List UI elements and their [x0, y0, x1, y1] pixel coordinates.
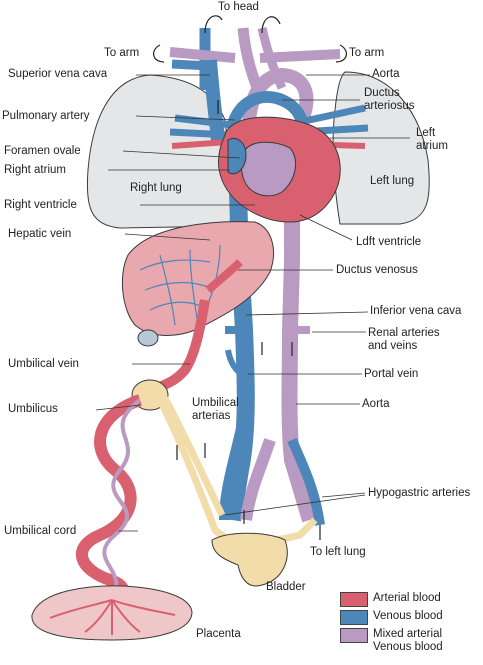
label-superior-vena-cava: Superior vena cava	[8, 68, 108, 80]
iliac-right	[287, 438, 325, 526]
superior-vena-cava	[203, 59, 225, 141]
label-bladder: Bladder	[266, 581, 306, 593]
legend: Arterial blood Venous blood Mixed arteri…	[340, 592, 480, 657]
legend-swatch-venous	[340, 610, 368, 625]
common-iliac-blue	[219, 418, 250, 521]
umbilical-arteries-vessel-2	[161, 396, 226, 517]
label-right-ventricle: Right ventricle	[4, 199, 77, 211]
legend-label-mixed: Mixed arterial Venous blood	[373, 628, 443, 653]
label-pulmonary-artery: Pulmonary artery	[2, 110, 90, 122]
label-aorta-bottom: Aorta	[362, 398, 390, 410]
pulmonary-vein-left	[171, 139, 229, 149]
legend-item-mixed: Mixed arterial Venous blood	[340, 628, 480, 654]
label-placenta: Placenta	[196, 628, 241, 640]
label-ductus-arteriosus: Ductus arteriosus	[364, 87, 415, 112]
heart-interior	[241, 141, 297, 197]
heart-right-atrium	[227, 137, 247, 175]
label-right-lung: Right lung	[130, 182, 182, 194]
bladder-shape	[211, 532, 288, 587]
label-ductus-venosus: Ductus venosus	[336, 264, 418, 276]
right-arm-vessel	[259, 49, 341, 63]
leader-lines	[95, 74, 410, 532]
head-vessel-mixed	[237, 27, 264, 93]
umbilical-cord-coil	[102, 398, 142, 600]
ductus-venosus-vessel	[205, 259, 243, 294]
label-inferior-vena-cava: Inferior vena cava	[370, 305, 462, 317]
legend-item-venous: Venous blood	[340, 610, 480, 625]
label-hypogastric-arteries: Hypogastric arteries	[368, 487, 471, 499]
legend-swatch-arterial	[340, 592, 368, 607]
liver-vessels	[139, 244, 221, 326]
label-left-atrium: Left atrium	[416, 127, 448, 152]
left-arm-vessel	[169, 47, 236, 63]
legend-swatch-mixed	[340, 628, 368, 643]
label-to-head: To head	[218, 1, 259, 13]
label-hepatic-vein: Hepatic vein	[8, 228, 72, 240]
label-to-left-lung: To left lung	[310, 546, 366, 558]
label-foramen-ovale: Foramen ovale	[4, 145, 81, 157]
flow-arrows	[153, 15, 347, 540]
label-umbilicus: Umbilicus	[8, 403, 58, 415]
label-right-atrium: Right atrium	[4, 164, 66, 176]
label-left-lung: Left lung	[370, 175, 415, 187]
legend-label-venous: Venous blood	[373, 610, 443, 622]
label-left-ventricle: Ldft ventricle	[356, 236, 422, 248]
label-umbilical-cord: Umbilical cord	[4, 525, 77, 537]
legend-label-arterial: Arterial blood	[373, 592, 441, 604]
umbilical-cord-vessel	[75, 394, 143, 613]
legend-item-arterial: Arterial blood	[340, 592, 480, 607]
common-iliac-mixed	[240, 438, 276, 521]
label-umbilical-arterias: Umbilical arterias	[192, 397, 239, 422]
portal-vein-vessel	[225, 349, 246, 378]
label-aorta-top: Aorta	[372, 68, 400, 80]
pulmonary-branch-left-2	[169, 128, 231, 139]
placenta-vessels	[49, 599, 176, 635]
pulmonary-branch-right	[299, 104, 366, 126]
label-umbilical-vein: Umbilical vein	[8, 358, 79, 370]
pulmonary-artery	[226, 91, 308, 130]
label-renal: Renal arteries and veins	[368, 327, 440, 352]
liver	[121, 221, 274, 336]
gallbladder	[137, 329, 159, 347]
label-portal-vein: Portal vein	[364, 368, 419, 380]
pulmonary-branch-left	[174, 114, 233, 129]
label-to-arm-right: To arm	[349, 47, 385, 59]
label-to-arm-left: To arm	[104, 47, 140, 59]
